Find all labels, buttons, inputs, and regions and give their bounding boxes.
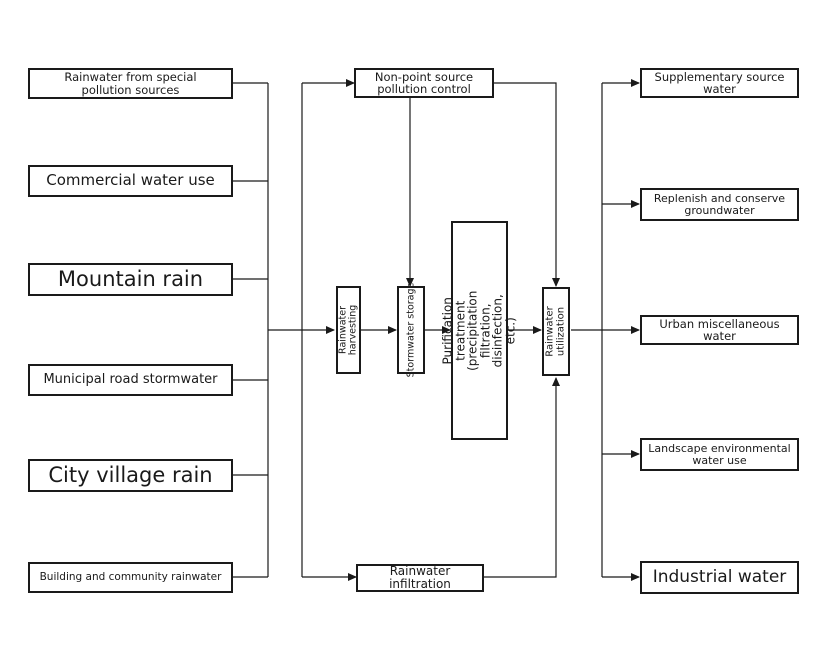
use-box-supplementary: Supplementary source water (640, 68, 799, 98)
source-label: Mountain rain (57, 267, 204, 292)
process-box-infiltration: Rainwater infiltration (356, 564, 484, 592)
source-label: Commercial water use (46, 171, 215, 190)
process-box-storage: Stormwater storage (397, 283, 425, 377)
use-box-groundwater: Replenish and conserve groundwater (640, 188, 799, 221)
source-box-building-community: Building and community rainwater (28, 562, 233, 593)
non-point-to-utilization-arrow (494, 82, 560, 287)
source-box-mountain: Mountain rain (28, 263, 233, 296)
process-box-harvesting: Rainwater harvesting (336, 286, 361, 374)
process-label: Rainwater harvesting (337, 304, 359, 356)
use-box-urban-misc: Urban miscellaneous water (640, 315, 799, 345)
source-box-special-pollution: Rainwater from special pollution sources (28, 68, 233, 99)
process-box-non-point: Non-point source pollution control (354, 68, 494, 98)
source-box-city-village: City village rain (28, 459, 233, 492)
source-label: City village rain (48, 463, 213, 488)
source-label: Building and community rainwater (39, 570, 222, 583)
use-label: Supplementary source water (654, 69, 785, 96)
use-label: Landscape environmental water use (648, 441, 791, 467)
use-label: Replenish and conserve groundwater (653, 191, 786, 217)
process-box-utilization: Rainwater utilization (542, 287, 570, 376)
infiltration-to-utilization-arrow (484, 377, 560, 578)
use-label: Industrial water (652, 566, 787, 587)
process-label: Purification treatment (precipitation fi… (440, 290, 518, 371)
use-box-landscape: Landscape environmental water use (640, 438, 799, 471)
source-label: Rainwater from special pollution sources (64, 70, 197, 97)
use-box-industrial: Industrial water (640, 561, 799, 594)
process-box-purification: Purification treatment (precipitation fi… (441, 221, 518, 440)
use-label: Urban miscellaneous water (659, 316, 780, 343)
source-label: Municipal road stormwater (43, 372, 218, 388)
process-label: Stormwater storage (405, 282, 417, 378)
process-label: Rainwater infiltration (389, 564, 451, 591)
source-box-municipal-road: Municipal road stormwater (28, 364, 233, 396)
source-box-commercial: Commercial water use (28, 165, 233, 197)
process-label: Non-point source pollution control (374, 69, 474, 96)
process-label: Rainwater utilization (544, 306, 567, 357)
